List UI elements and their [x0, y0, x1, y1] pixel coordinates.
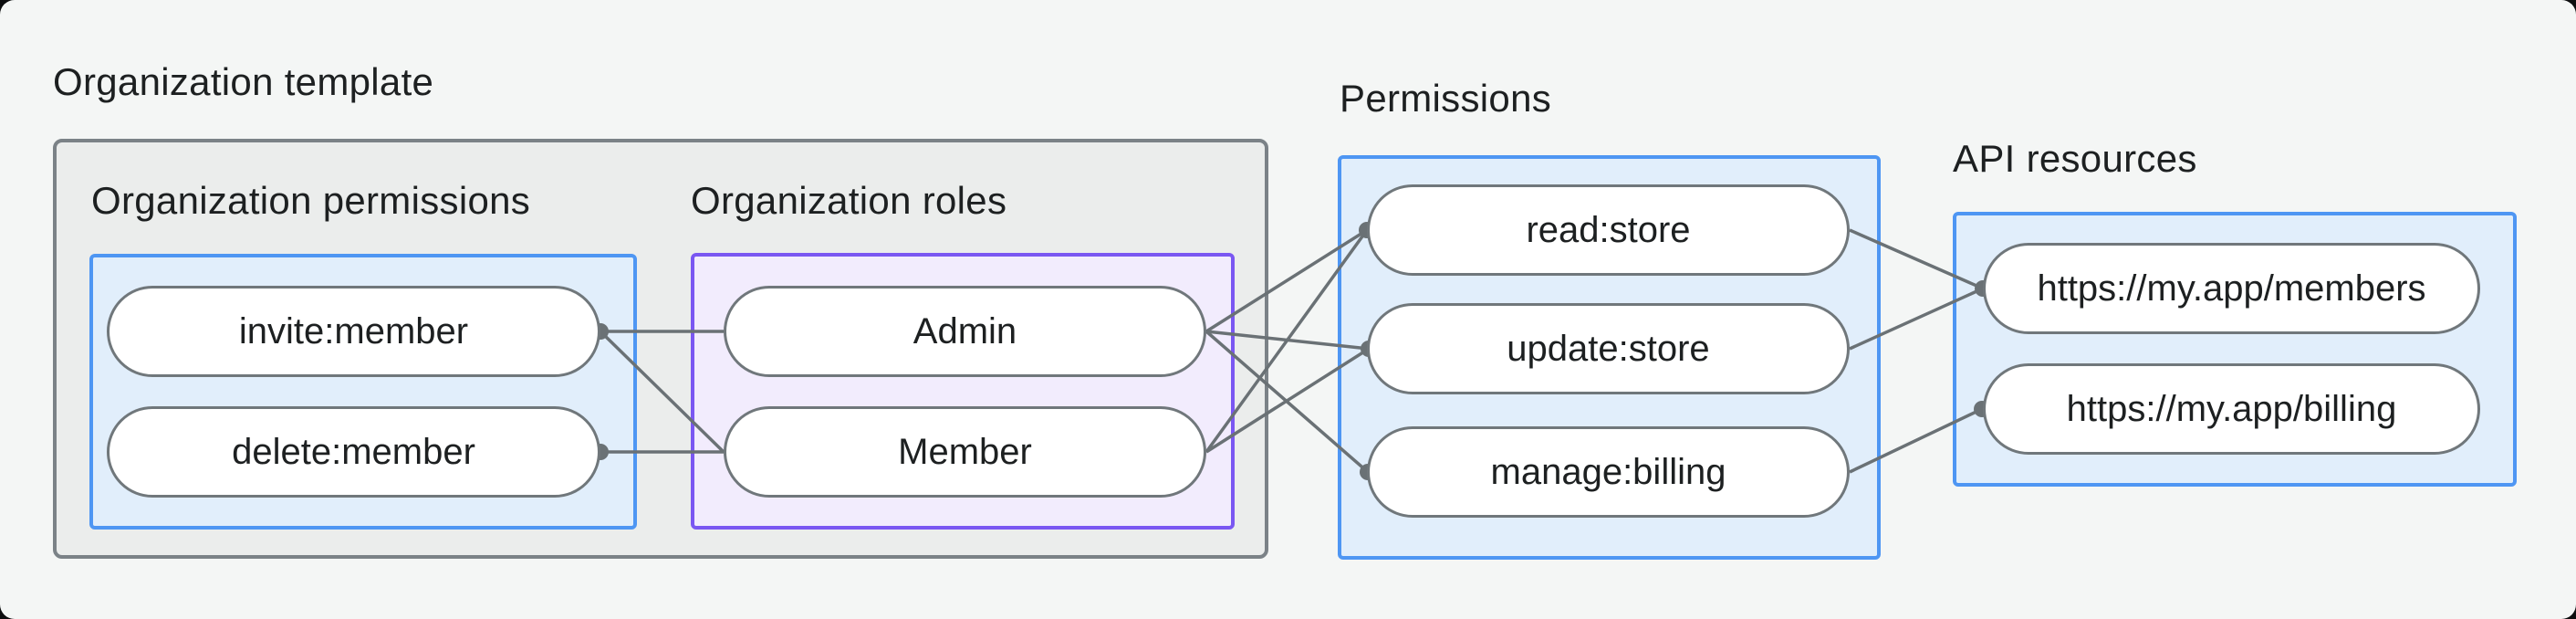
pill-manage-billing: manage:billing: [1367, 426, 1850, 518]
api-resources-heading: API resources: [1953, 137, 2197, 180]
pill-member-role: Member: [724, 406, 1206, 498]
permissions-heading: Permissions: [1340, 77, 1552, 120]
pill-read-store: read:store: [1367, 184, 1850, 276]
org-roles-heading: Organization roles: [691, 179, 1007, 222]
pill-update-store: update:store: [1367, 303, 1850, 394]
pill-api-billing-url: https://my.app/billing: [1983, 363, 2480, 455]
pill-admin-role: Admin: [724, 286, 1206, 377]
pill-delete-member: delete:member: [107, 406, 600, 498]
organization-template-label: Organization template: [53, 60, 434, 103]
pill-invite-member: invite:member: [107, 286, 600, 377]
pill-api-members-url: https://my.app/members: [1983, 243, 2480, 334]
org-permissions-heading: Organization permissions: [91, 179, 531, 222]
